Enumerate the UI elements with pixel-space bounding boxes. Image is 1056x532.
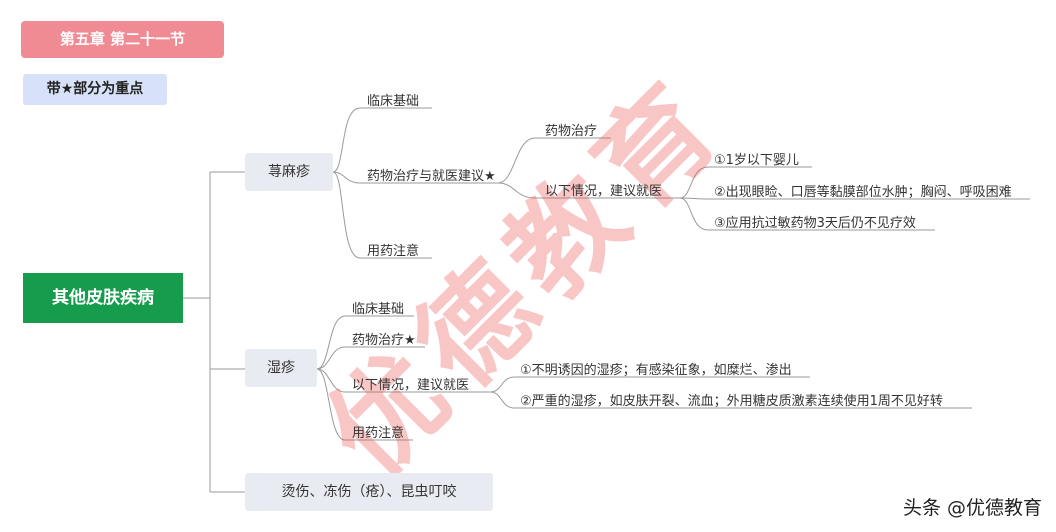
- source-credit: 头条 @优德教育: [902, 497, 1042, 519]
- branch-urticaria[interactable]: 荨麻疹: [245, 153, 333, 191]
- legend-badge: 带★部分为重点: [23, 74, 167, 105]
- branch-burns[interactable]: 烫伤、冻伤（疮）、昆虫叮咬: [245, 473, 493, 511]
- branch-eczema[interactable]: 湿疹: [245, 349, 317, 387]
- root-node[interactable]: 其他皮肤疾病: [23, 273, 183, 323]
- urticaria-case-1[interactable]: ①1岁以下婴儿: [714, 153, 799, 168]
- urticaria-case-3[interactable]: ③应用抗过敏药物3天后仍不见疗效: [714, 216, 916, 231]
- urticaria-caution[interactable]: 用药注意: [367, 244, 420, 259]
- urticaria-treatment[interactable]: 药物治疗与就医建议★: [367, 169, 496, 184]
- eczema-case-2[interactable]: ②严重的湿疹，如皮肤开裂、流血；外用糖皮质激素连续使用1周不见好转: [520, 394, 943, 409]
- eczema-drug[interactable]: 药物治疗★: [352, 333, 416, 348]
- eczema-visit[interactable]: 以下情况，建议就医: [352, 378, 470, 393]
- eczema-basics[interactable]: 临床基础: [352, 302, 405, 317]
- urticaria-drug[interactable]: 药物治疗: [545, 124, 598, 139]
- urticaria-basics[interactable]: 临床基础: [367, 94, 420, 109]
- chapter-badge: 第五章 第二十一节: [21, 21, 224, 58]
- eczema-case-1[interactable]: ①不明诱因的湿疹；有感染征象，如糜烂、渗出: [520, 363, 792, 378]
- urticaria-visit[interactable]: 以下情况，建议就医: [545, 184, 663, 199]
- urticaria-case-2[interactable]: ②出现眼睑、口唇等黏膜部位水肿；胸闷、呼吸困难: [714, 185, 1012, 200]
- eczema-caution[interactable]: 用药注意: [352, 426, 405, 441]
